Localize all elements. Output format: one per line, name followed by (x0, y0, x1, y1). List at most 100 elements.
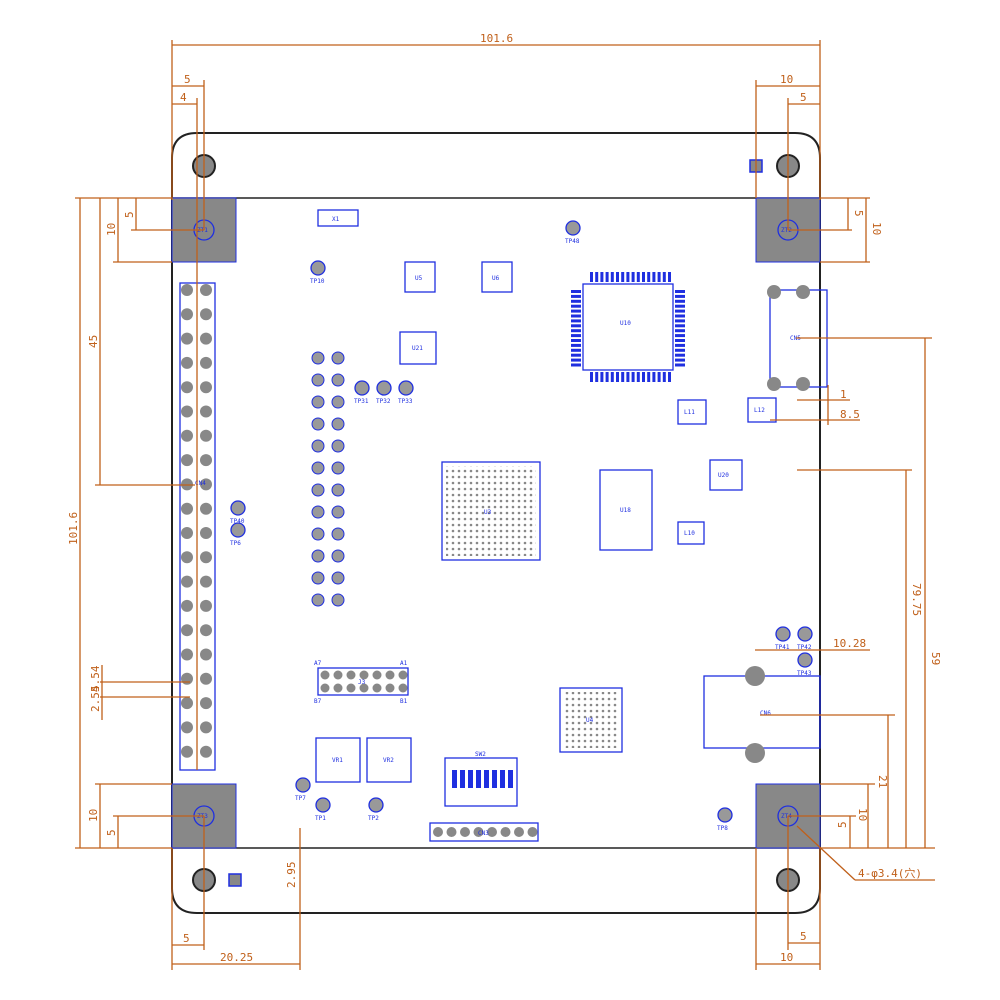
jtag-pin (398, 683, 408, 693)
header-pin (200, 721, 212, 734)
dip-switch-lever[interactable] (452, 770, 457, 788)
header-pin (200, 672, 212, 685)
header-left-label: CN4 (195, 480, 206, 487)
jtag-pin (398, 670, 408, 680)
qfp-pin (600, 272, 604, 282)
test-point (368, 797, 384, 813)
test-point (775, 626, 791, 642)
qfp-pin (675, 294, 685, 298)
qfp-pin (642, 372, 645, 382)
dim-right-bot-5: 5 (836, 821, 849, 828)
qfp-pin (605, 272, 609, 282)
qfp-pin (571, 343, 581, 347)
fpga-label: U3 (484, 509, 492, 516)
test-point-label: TP7 (295, 795, 306, 802)
qfp-pin (675, 304, 685, 308)
header-pin (200, 478, 212, 491)
ic-bottom-bga: U4 (559, 687, 623, 753)
jtag-pin (346, 670, 356, 680)
test-point-label: TP40 (230, 518, 245, 525)
dim-conn-1: 1 (840, 388, 847, 401)
dim-left-hole-x: 5 (184, 73, 191, 86)
test-point (230, 522, 246, 538)
dim-right-hole-x: 5 (800, 91, 807, 104)
header-pin (200, 332, 212, 345)
header-pin (181, 599, 193, 612)
dip-switch-lever[interactable] (492, 770, 497, 788)
qfp-pin (571, 314, 581, 318)
jtag-label: J3 (358, 679, 366, 686)
header-pin (181, 697, 193, 710)
header-bottom-pin (473, 827, 484, 837)
header-pin (181, 284, 193, 296)
header-pin (181, 454, 193, 467)
inductor2-label: L12 (754, 407, 765, 414)
test-point (717, 807, 733, 823)
header-pin (200, 308, 212, 321)
qfp-pin (590, 272, 593, 282)
dim-board-width: 101.6 (480, 32, 513, 45)
test-point (315, 797, 331, 813)
test-point (331, 439, 345, 453)
dim-bot-right-10: 10 (780, 951, 793, 964)
dip-switch-lever[interactable] (476, 770, 481, 788)
header-pin (181, 332, 193, 345)
qfp-pin (675, 334, 685, 338)
test-point (311, 483, 325, 497)
test-point-label: TP41 (775, 644, 790, 651)
dim-right-10-28: 10.28 (833, 637, 866, 650)
mcu-label: U10 (620, 320, 631, 327)
mounting-hole-label: ZT2 (781, 227, 792, 234)
qfp-pin (571, 358, 581, 362)
qfp-pin (571, 339, 581, 342)
qfp-pin (621, 372, 625, 382)
header-pin (200, 405, 212, 418)
header-bottom-pin (500, 827, 511, 837)
test-point (311, 549, 325, 563)
dip-switch-lever[interactable] (460, 770, 465, 788)
test-point (331, 417, 345, 431)
test-point-label: TP1 (315, 815, 326, 822)
jtag-a7-label: A7 (314, 660, 322, 667)
header-pin (181, 575, 193, 588)
test-point (311, 395, 325, 409)
qfp-pin (675, 329, 685, 333)
u6-label: U6 (492, 275, 500, 282)
qfp-pin (616, 372, 619, 382)
dip-switch-lever[interactable] (500, 770, 505, 788)
test-point (376, 380, 392, 396)
dim-left-top-5: 5 (123, 211, 136, 218)
header-bottom-pin (514, 827, 524, 837)
qfp-pin (571, 319, 581, 323)
dip-switch-lever[interactable] (484, 770, 489, 788)
qfp-pin (571, 294, 581, 298)
u5-label: U5 (415, 275, 423, 282)
qfp-pin (675, 309, 685, 313)
inductors: L11 L12 L10 (677, 397, 777, 545)
usb-label: CN5 (790, 335, 801, 342)
test-point (311, 439, 325, 453)
dim-bot-left-5: 5 (183, 932, 190, 945)
qfp-pin (675, 314, 685, 318)
test-point-label: TP10 (310, 278, 325, 285)
header-pin (181, 308, 193, 321)
qfp-pin (636, 272, 640, 282)
power-jack: CN6 (703, 666, 821, 763)
mounting-hole-label: ZT4 (781, 813, 792, 820)
test-point-label: TP33 (398, 398, 413, 405)
header-pin (200, 429, 212, 442)
dip-switch-lever[interactable] (468, 770, 473, 788)
header-pin (181, 672, 193, 685)
u21-label: U21 (412, 345, 423, 352)
dip-switch-label: SW2 (475, 751, 486, 758)
jtag-pin (385, 670, 395, 680)
test-point (797, 626, 813, 642)
dim-conn-8-5: 8.5 (840, 408, 860, 421)
dip-switch-lever[interactable] (508, 770, 513, 788)
dim-bot-2-95: 2.95 (285, 862, 298, 889)
jtag-pin (320, 670, 330, 680)
header-pin (181, 624, 193, 637)
dim-bot-right-5: 5 (800, 930, 807, 943)
test-point-label: TP42 (797, 644, 812, 651)
